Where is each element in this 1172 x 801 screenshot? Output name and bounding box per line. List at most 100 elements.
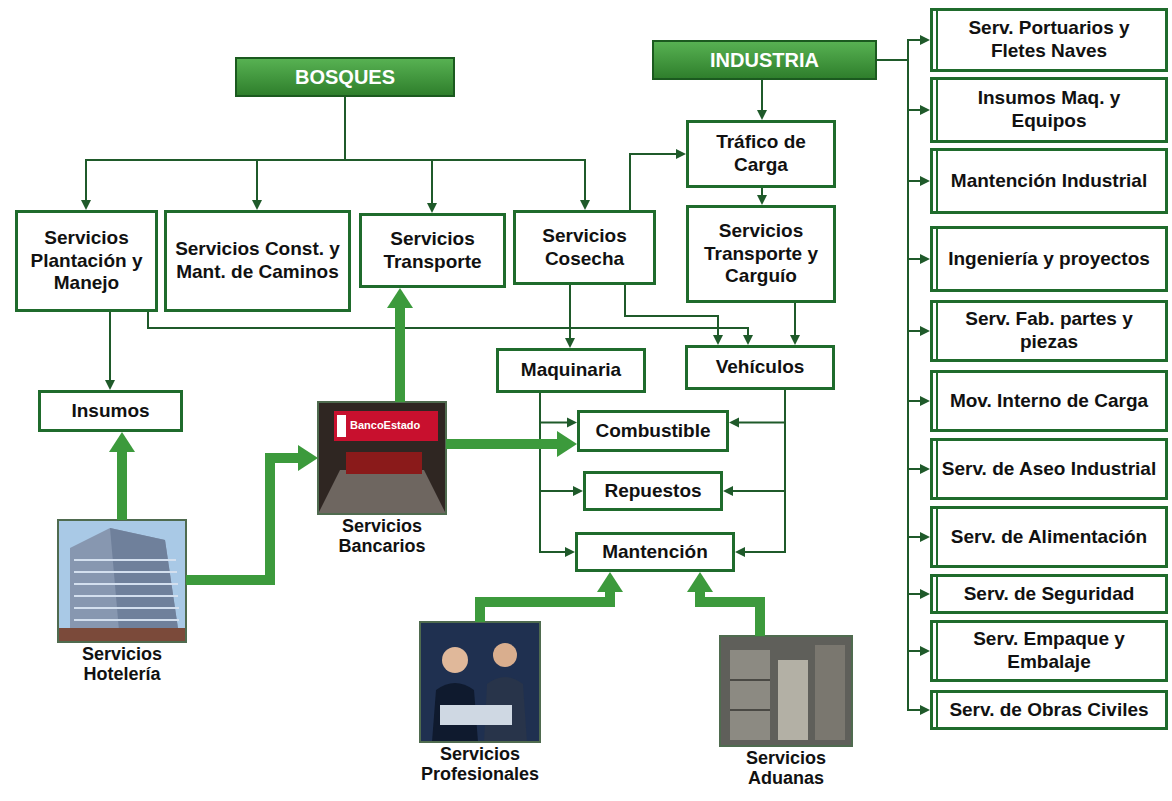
connector-line (186, 458, 299, 580)
arrowhead (387, 288, 413, 308)
connector-arrow (729, 390, 785, 428)
arrowhead (565, 338, 575, 348)
connector-line (540, 393, 566, 552)
category-header: INDUSTRIA (652, 40, 877, 80)
connector-line (345, 97, 585, 201)
box-label: Maquinaria (521, 359, 621, 382)
connector-line (877, 60, 921, 331)
box-label: Servicios Transporte y Carguío (695, 220, 827, 288)
box-label: Mov. Interno de Carga (950, 390, 1148, 413)
industry-service-box: Insumos Maq. y Equipos (930, 77, 1168, 143)
connector-arrow (877, 60, 930, 336)
connector-arrow (105, 312, 115, 390)
connector-line (117, 451, 127, 520)
arrowhead (81, 200, 91, 210)
arrowhead (920, 326, 930, 336)
arrowhead (729, 418, 739, 428)
photo-tile: Servicios Profesionales (420, 622, 540, 785)
connector-line (732, 390, 785, 491)
connector-line (345, 97, 432, 204)
connector-line (877, 60, 921, 469)
arrowhead (757, 110, 767, 120)
industry-service-box: Serv. de Seguridad (930, 574, 1168, 614)
connector-line (877, 60, 921, 651)
arrowhead (920, 396, 930, 406)
connector-line (480, 591, 610, 622)
arrowhead (920, 176, 930, 186)
photo-caption: Servicios Aduanas (708, 749, 864, 789)
industry-service-box: Serv. de Alimentación (930, 506, 1168, 568)
arrowhead (920, 705, 930, 715)
box-label: Serv. de Seguridad (964, 583, 1135, 606)
service-box: Servicios Transporte (359, 213, 506, 288)
box-label: Servicios Cosecha (522, 225, 647, 271)
category-header: BOSQUES (235, 57, 455, 97)
arrowhead (757, 195, 767, 205)
box-label: INDUSTRIA (710, 48, 819, 72)
connector-arrow (345, 97, 590, 210)
arrowhead (597, 572, 623, 592)
connector-line (395, 307, 405, 402)
connector-line (877, 40, 921, 60)
arrowhead (580, 200, 590, 210)
box-label: Serv. Fab. partes y piezas (939, 308, 1159, 354)
arrowhead (252, 200, 262, 210)
industry-service-box: Mantención Industrial (930, 148, 1168, 214)
photo-tile: Servicios Hotelería (58, 520, 186, 685)
connector-line (877, 60, 921, 537)
industry-service-box: Mov. Interno de Carga (930, 370, 1168, 432)
arrowhead (565, 547, 575, 557)
service-box: Servicios Const. y Mant. de Caminos (164, 210, 351, 312)
service-box: Repuestos (583, 471, 723, 511)
connector-line (794, 303, 796, 336)
connector-arrow (540, 393, 577, 428)
service-box: Servicios Transporte y Carguío (686, 205, 836, 303)
connector-line (744, 390, 785, 552)
arrowhead (920, 532, 930, 542)
box-label: Insumos Maq. y Equipos (939, 87, 1159, 133)
industry-service-box: Serv. Portuarios y Fletes Naves (930, 8, 1168, 72)
connector-arrow (877, 35, 930, 60)
box-label: Servicios Plantación y Manejo (24, 227, 149, 295)
arrowhead (427, 203, 437, 213)
box-label: Serv. de Aseo Industrial (942, 458, 1156, 481)
professionals-photo (420, 622, 540, 742)
box-label: Serv. Empaque y Embalaje (939, 628, 1159, 674)
box-label: Combustible (595, 420, 710, 443)
service-box: Servicios Plantación y Manejo (15, 210, 158, 312)
box-label: Vehículos (716, 356, 805, 379)
arrowhead (920, 589, 930, 599)
connector-arrow (565, 285, 575, 348)
connector-arrow (540, 393, 575, 557)
connector-line (877, 60, 921, 259)
service-box: Mantención (575, 532, 735, 572)
connector-arrow (877, 60, 930, 656)
connector-arrow (877, 60, 930, 115)
arrowhead (298, 445, 318, 471)
box-label: Insumos (71, 400, 149, 423)
connector-arrow (757, 188, 767, 205)
bank-photo (318, 402, 446, 514)
arrowhead (105, 380, 115, 390)
box-label: Repuestos (604, 480, 701, 503)
block-arrow (186, 445, 318, 580)
connector-arrow (877, 60, 930, 715)
connector-arrow (630, 149, 686, 210)
connector-line (877, 60, 921, 594)
arrowhead (723, 486, 733, 496)
connector-arrow (81, 97, 345, 210)
industry-service-box: Ingeniería y proyectos (930, 226, 1168, 292)
industry-service-box: Serv. Fab. partes y piezas (930, 300, 1168, 362)
service-box: Maquinaria (496, 348, 646, 393)
arrowhead (713, 335, 723, 345)
connector-arrow (877, 60, 930, 542)
arrowhead (567, 418, 577, 428)
photo-caption: Servicios Bancarios (306, 517, 458, 557)
connector-arrow (877, 60, 930, 474)
service-box: Vehículos (685, 345, 835, 390)
service-box: Insumos (38, 390, 183, 432)
box-label: Tráfico de Carga (695, 131, 827, 177)
connector-arrow (735, 390, 785, 557)
industry-service-box: Serv. de Obras Civiles (930, 690, 1168, 730)
connector-line (569, 285, 571, 339)
